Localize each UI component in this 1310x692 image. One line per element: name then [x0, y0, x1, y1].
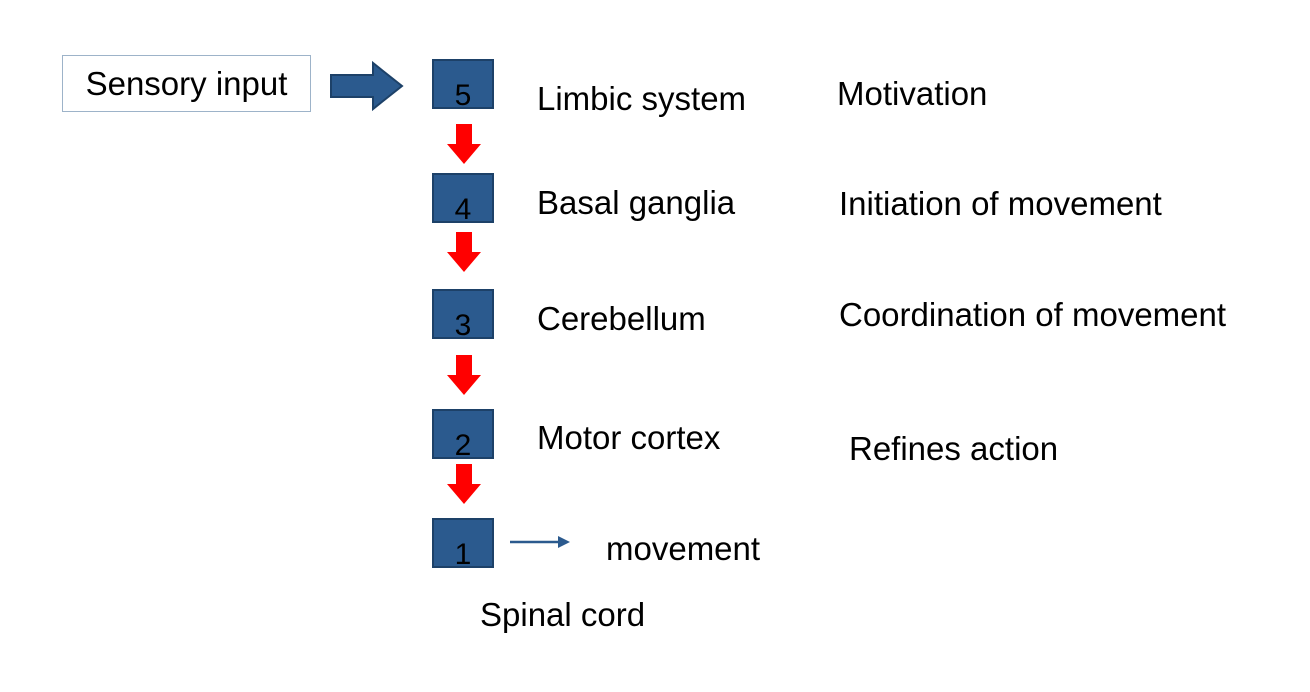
flow-arrow-4-to-3 [447, 232, 481, 272]
structure-label-spinal-cord: Spinal cord [480, 596, 646, 633]
level-5-number: 5 [454, 79, 472, 112]
structure-label-motor-cortex: Motor cortex [537, 419, 721, 456]
structure-label-limbic: Limbic system [537, 80, 747, 117]
flow-arrow-5-to-4 [447, 124, 481, 164]
structure-label-basal-ganglia: Basal ganglia [537, 184, 736, 221]
function-label-initiation: Initiation of movement [839, 185, 1162, 222]
level-3-box: 3 [432, 289, 494, 342]
output-label-movement: movement [606, 530, 761, 567]
level-4-number: 4 [454, 193, 472, 226]
flow-arrow-2-to-1 [447, 464, 481, 504]
function-label-coordination: Coordination of movement [839, 296, 1227, 333]
sensory-input-box: Sensory input [62, 55, 311, 112]
level-2-box: 2 [432, 409, 494, 462]
level-3-number: 3 [454, 309, 472, 342]
input-arrow [330, 60, 404, 112]
structure-label-cerebellum: Cerebellum [537, 300, 706, 337]
sensory-input-label: Sensory input [85, 64, 288, 102]
level-2-number: 2 [454, 429, 472, 462]
level-4-box: 4 [432, 173, 494, 226]
function-label-motivation: Motivation [837, 75, 988, 112]
level-1-number: 1 [454, 538, 472, 571]
level-1-box: 1 [432, 518, 494, 571]
function-label-refines: Refines action [849, 430, 1059, 467]
flow-arrow-3-to-2 [447, 355, 481, 395]
level-5-box: 5 [432, 59, 494, 112]
output-arrow [510, 536, 570, 548]
